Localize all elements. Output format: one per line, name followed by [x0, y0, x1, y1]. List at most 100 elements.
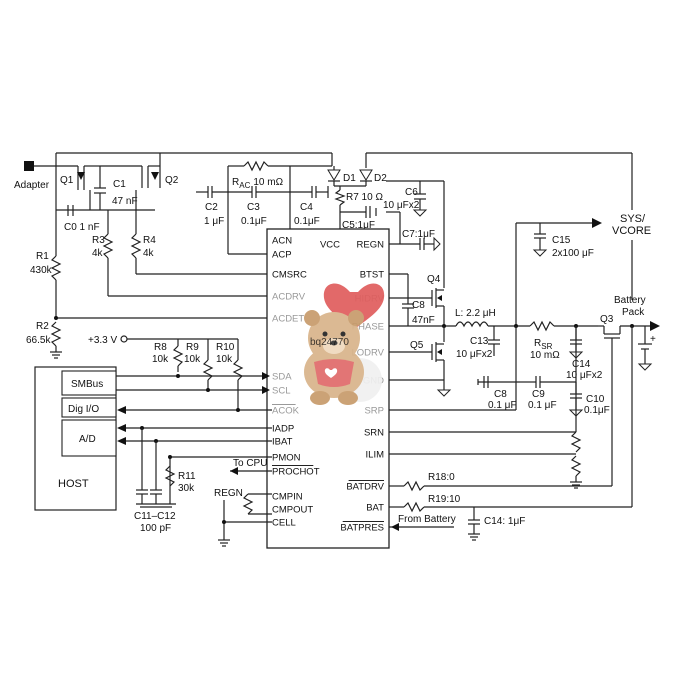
r1-resistor — [50, 255, 62, 281]
ic-pin-lodrv: LODRV — [351, 348, 384, 359]
c8b-label: C8 — [494, 389, 507, 400]
q3-mosfet — [598, 325, 621, 486]
ic-pin-srn: SRN — [364, 428, 384, 439]
battery-plus: + — [650, 334, 656, 345]
q2-label: Q2 — [165, 175, 179, 186]
c4-label: C4 — [300, 202, 313, 213]
watermark-text: bq24770 — [310, 337, 349, 348]
r7-label: R7 10 Ω — [346, 192, 383, 203]
c3-label: C3 — [247, 202, 260, 213]
q1-label: Q1 — [60, 175, 74, 186]
c11-c12-capacitors — [136, 489, 176, 508]
q4-label: Q4 — [427, 274, 441, 285]
ic-pin-vcc: VCC — [320, 240, 340, 251]
ad-label: A/D — [79, 434, 96, 445]
ic-pin-regn: REGN — [357, 240, 385, 251]
c2-value: 1 μF — [204, 216, 224, 227]
c13-value: 10 μFx2 — [456, 349, 493, 360]
ilim-resistor-top — [570, 431, 582, 453]
r10-label: R10 — [216, 342, 235, 353]
host-label: HOST — [58, 478, 89, 490]
c14b-label: C14: 1μF — [484, 516, 525, 527]
c10-label: C10 — [586, 394, 605, 405]
smbus-block — [61, 370, 117, 396]
sys-label: SYS/ — [620, 213, 646, 225]
c11-value: 100 pF — [140, 523, 171, 534]
r7-resistor — [334, 189, 346, 206]
r10-value: 10k — [216, 354, 233, 365]
c11-label: C11–C12 — [134, 511, 176, 522]
r8-value: 10k — [152, 354, 169, 365]
ilim-resistor-bottom — [570, 455, 582, 477]
ground-ilim — [570, 481, 582, 489]
c8a-value: 47nF — [412, 315, 435, 326]
c13-label: C13 — [470, 336, 489, 347]
r1-label: R1 — [36, 251, 49, 262]
adapter-label: Adapter — [14, 180, 50, 191]
r11-value: 30k — [178, 483, 195, 494]
q5-label: Q5 — [410, 340, 424, 351]
d2-label: D2 — [374, 173, 387, 184]
c4-value: 0.1μF — [294, 216, 320, 227]
r4-resistor — [130, 233, 142, 259]
r2-resistor — [50, 321, 62, 347]
c1-capacitor — [94, 166, 106, 210]
teddy-bear-watermark — [304, 283, 385, 405]
q2-transistor — [100, 153, 161, 188]
c2-capacitor — [196, 186, 230, 198]
r8-resistor — [172, 345, 184, 367]
c8b-value: 0.1 μF — [488, 400, 517, 411]
c3-value: 0.1μF — [241, 216, 267, 227]
smbus-label: SMBus — [71, 379, 103, 390]
rsr-label: RSR — [534, 338, 553, 351]
inductor-label: L: 2.2 μH — [455, 308, 496, 319]
c6-label: C6 — [405, 187, 418, 198]
r3-resistor — [102, 233, 114, 259]
ic-pin-sda: SDA — [272, 372, 292, 383]
d2-diode — [359, 169, 373, 186]
ic-pin-cell: CELL — [272, 518, 296, 529]
r8-label: R8 — [154, 342, 167, 353]
r3-label: R3 — [92, 235, 105, 246]
r19-resistor — [403, 501, 425, 513]
c1-label: C1 — [113, 179, 126, 190]
r18-resistor — [403, 480, 425, 492]
d1-label: D1 — [343, 173, 356, 184]
ic-pin-acok: ACOK — [272, 406, 300, 417]
ic-pin-ibat: IBAT — [272, 437, 293, 448]
ground-r2 — [50, 351, 62, 359]
ic-pin-cmpin: CMPIN — [272, 492, 303, 503]
c0-label: C0 1 nF — [64, 222, 100, 233]
c9-label: C9 — [532, 389, 545, 400]
ic-pin-srp: SRP — [364, 406, 384, 417]
rsr-value: 10 mΩ — [530, 350, 560, 361]
rsr-resistor — [529, 320, 555, 332]
c10-value: 0.1μF — [584, 405, 610, 416]
to-cpu-label: To CPU — [233, 458, 267, 469]
d1-diode — [327, 166, 341, 186]
c4-capacitor — [290, 186, 329, 198]
v33-label: +3.3 V — [88, 335, 118, 346]
r9-resistor — [202, 359, 214, 381]
ic-pin-prochot: PROCHOT — [272, 467, 320, 478]
v33-terminal — [120, 335, 128, 343]
ad-block — [61, 419, 117, 457]
cmpin-resistor — [242, 493, 254, 515]
r18-label: R18:0 — [428, 472, 455, 483]
ic-pin-pmon: PMON — [272, 453, 301, 464]
r11-label: R11 — [178, 471, 196, 482]
digio-label: Dig I/O — [68, 404, 99, 415]
r4-value: 4k — [143, 248, 155, 259]
q3-label: Q3 — [600, 314, 614, 325]
r9-value: 10k — [184, 354, 201, 365]
from-battery-label: From Battery — [398, 514, 456, 525]
ic-pin-acdrv: ACDRV — [272, 292, 306, 303]
c0-capacitor — [67, 205, 74, 216]
c9-value: 0.1 μF — [528, 400, 557, 411]
pack-label: Pack — [622, 307, 645, 318]
c7-label: C7:1μF — [402, 229, 435, 240]
r11-resistor — [164, 465, 176, 487]
r2-value: 66.5k — [26, 335, 51, 346]
